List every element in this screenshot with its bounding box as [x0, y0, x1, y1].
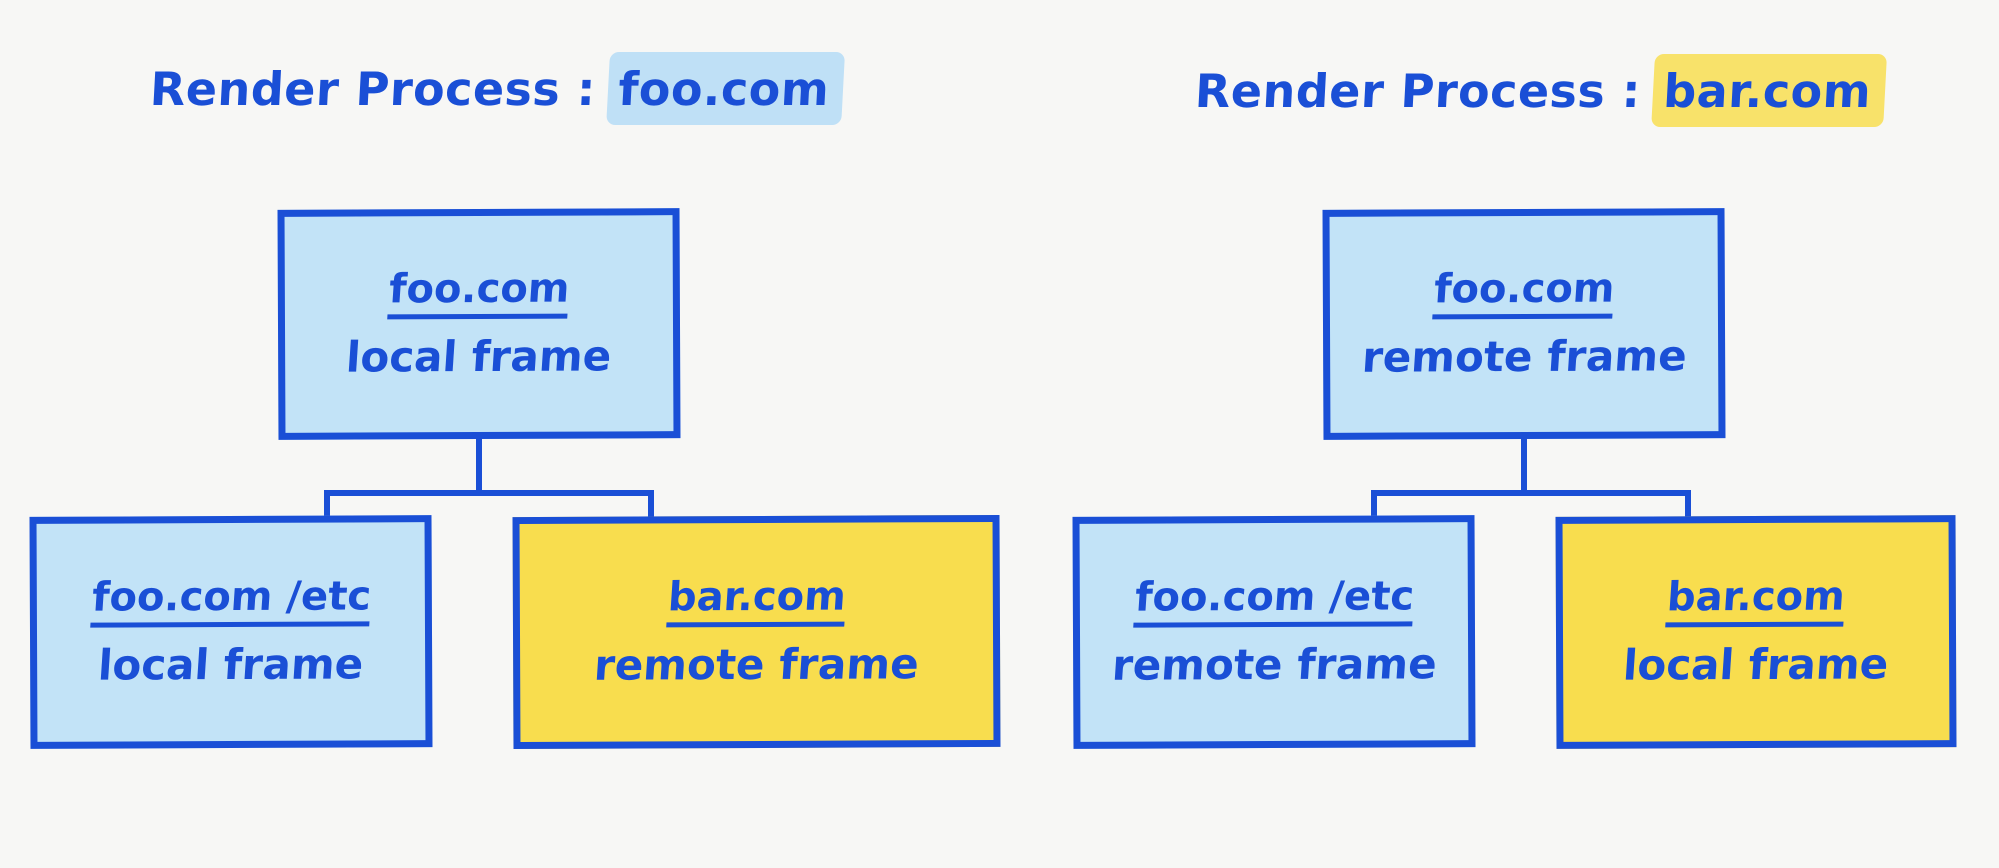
right-child-node-2: bar.com local frame	[1555, 515, 1957, 749]
left-root-node: foo.com local frame	[277, 208, 681, 440]
left-child-2-url: bar.com	[665, 574, 847, 628]
left-child-1-url: foo.com /etc	[89, 574, 372, 629]
left-child-node-2: bar.com remote frame	[512, 514, 1001, 750]
left-heading-prefix: Render Process :	[148, 62, 598, 116]
right-root-node: foo.com remote frame	[1322, 208, 1726, 440]
right-heading-origin: bar.com	[1655, 62, 1879, 123]
right-child-2-url: bar.com	[1665, 574, 1847, 628]
right-heading-prefix: Render Process :	[1193, 64, 1643, 118]
right-connector-branch-2	[1685, 490, 1691, 518]
right-child-1-frame-type: remote frame	[1110, 639, 1439, 691]
left-heading-origin: foo.com	[610, 60, 837, 121]
right-connector-branch-1	[1371, 490, 1377, 518]
left-root-frame-type: local frame	[345, 331, 614, 383]
right-root-frame-type: remote frame	[1360, 331, 1689, 383]
left-child-1-frame-type: local frame	[97, 639, 366, 691]
left-render-process-heading: Render Process : foo.com	[148, 60, 837, 121]
left-connector-stem	[476, 439, 482, 495]
right-render-process-heading: Render Process : bar.com	[1193, 62, 1879, 123]
right-root-url: foo.com	[1431, 266, 1616, 320]
right-child-1-url: foo.com /etc	[1132, 574, 1415, 629]
right-child-node-1: foo.com /etc remote frame	[1072, 515, 1476, 749]
left-root-url: foo.com	[386, 266, 571, 320]
right-connector-stem	[1521, 439, 1527, 495]
left-connector-branch-1	[324, 490, 330, 518]
right-child-2-frame-type: local frame	[1622, 639, 1891, 691]
left-connector-bar	[324, 490, 654, 496]
left-child-2-frame-type: remote frame	[592, 639, 921, 691]
left-child-node-1: foo.com /etc local frame	[29, 515, 433, 749]
left-connector-branch-2	[648, 490, 654, 518]
right-connector-bar	[1371, 490, 1691, 496]
